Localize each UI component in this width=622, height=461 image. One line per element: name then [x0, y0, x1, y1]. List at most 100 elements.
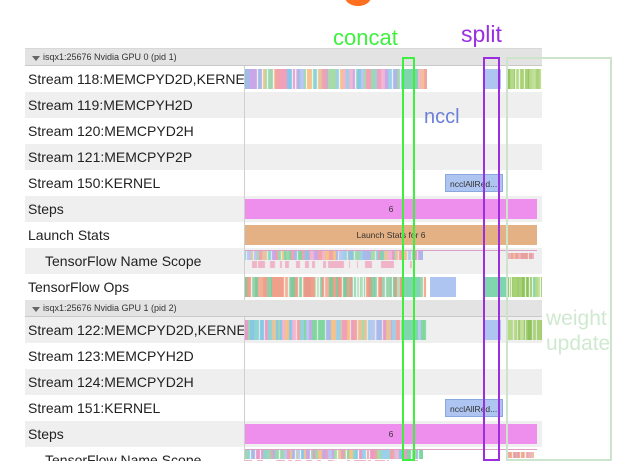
collapse-triangle-icon[interactable]: [32, 307, 40, 312]
nccl-allreduce-bar-label: ncclAllRed...: [450, 404, 498, 414]
timeline-row[interactable]: Stream 118:MEMCPYD2D,KERNEL,ME: [25, 66, 542, 92]
label-track-divider: [244, 144, 245, 170]
group-header[interactable]: isqx1:25676 Nvidia GPU 1 (pid 2): [25, 300, 542, 317]
timeline-row[interactable]: Steps 6: [25, 196, 542, 222]
name-scope-blocks-row2: [245, 261, 419, 268]
split-activity-block: [484, 69, 501, 89]
ops-allreduce-block: [485, 277, 506, 297]
timeline-row-label: Stream 122:MEMCPYD2D,KERNEL,MI: [25, 317, 245, 343]
group-header-label: isqx1:25676 Nvidia GPU 1 (pid 2): [43, 303, 177, 313]
weight-update-line-2: update: [546, 332, 611, 355]
label-track-divider: [244, 447, 245, 461]
launch-stats-bar[interactable]: Launch Stats for 6: [245, 225, 537, 245]
label-track-divider: [244, 248, 245, 274]
group-header-label: isqx1:25676 Nvidia GPU 0 (pid 1): [43, 52, 177, 62]
activity-blocks: [245, 69, 427, 89]
step-bar[interactable]: 6: [245, 199, 537, 219]
ops-weight-update-blocks: [506, 277, 542, 297]
launch-stats-bar-label: Launch Stats for 6: [356, 230, 426, 240]
label-track-divider: [244, 196, 245, 222]
timeline-row[interactable]: Launch Stats Launch Stats for 6: [25, 222, 542, 248]
timeline-row[interactable]: Stream 124:MEMCPYD2H: [25, 369, 542, 395]
split-activity-block: [484, 320, 501, 340]
timeline-track[interactable]: ncclAllRed...: [245, 395, 542, 421]
name-scope-span-line: [245, 449, 537, 450]
label-track-divider: [244, 222, 245, 248]
timeline-track[interactable]: [245, 447, 542, 461]
nccl-allreduce-bar[interactable]: ncclAllRed...: [445, 174, 503, 192]
timeline-track[interactable]: [245, 343, 542, 369]
timeline-row-label: Steps: [25, 196, 245, 222]
timeline-row-label: TensorFlow Name Scope: [25, 248, 245, 274]
label-track-divider: [244, 421, 245, 447]
ops-blocks: [245, 277, 427, 297]
ops-concat-block: [402, 277, 420, 297]
label-track-divider: [244, 317, 245, 343]
timeline-row-label: Stream 150:KERNEL: [25, 170, 245, 196]
timeline-track[interactable]: Launch Stats for 6: [245, 222, 542, 248]
collapse-triangle-icon[interactable]: [32, 56, 40, 61]
timeline-row-label: Launch Stats: [25, 222, 245, 248]
name-scope-blocks-row1: [245, 450, 423, 459]
timeline-row-label: TensorFlow Ops: [25, 274, 245, 300]
timeline-track[interactable]: [245, 92, 542, 118]
name-scope-blocks-row1: [245, 251, 423, 260]
label-track-divider: [244, 66, 245, 92]
split-annotation-label: split: [461, 21, 502, 47]
timeline-row[interactable]: Steps 6: [25, 421, 542, 447]
nccl-allreduce-bar-label: ncclAllRed...: [450, 179, 498, 189]
weight-update-line-1: weight: [546, 307, 607, 330]
timeline-track[interactable]: [245, 66, 542, 92]
label-track-divider: [244, 92, 245, 118]
trace-viewer-panel[interactable]: isqx1:25676 Nvidia GPU 0 (pid 1) Stream 1…: [25, 48, 542, 461]
timeline-track[interactable]: [245, 369, 542, 395]
label-track-divider: [244, 170, 245, 196]
timeline-track[interactable]: 6: [245, 421, 542, 447]
name-scope-span-line: [245, 250, 537, 251]
weight-update-annotation-label: weight update: [546, 306, 610, 356]
timeline-row-label: Stream 151:KERNEL: [25, 395, 245, 421]
timeline-row-label: Steps: [25, 421, 245, 447]
timeline-row[interactable]: TensorFlow Ops: [25, 274, 542, 300]
weight-update-activity-blocks: [506, 320, 542, 340]
timeline-row[interactable]: Stream 122:MEMCPYD2D,KERNEL,MI: [25, 317, 542, 343]
ops-split-block: [430, 277, 456, 297]
timeline-track[interactable]: ncclAllRed...: [245, 170, 542, 196]
name-scope-weight-update-blocks: [506, 253, 534, 259]
orange-marker-icon: [345, 0, 371, 6]
label-track-divider: [244, 118, 245, 144]
concat-activity-block: [402, 69, 418, 89]
label-track-divider: [244, 369, 245, 395]
timeline-row-label: Stream 118:MEMCPYD2D,KERNEL,ME: [25, 66, 245, 92]
timeline-row[interactable]: Stream 121:MEMCPYP2P: [25, 144, 542, 170]
group-header[interactable]: isqx1:25676 Nvidia GPU 0 (pid 1): [25, 49, 542, 66]
timeline-row[interactable]: TensorFlow Name Scope: [25, 248, 542, 274]
name-scope-weight-update-blocks: [506, 452, 534, 458]
activity-blocks: [245, 320, 427, 340]
weight-update-activity-blocks: [506, 69, 542, 89]
timeline-row[interactable]: Stream 151:KERNEL ncclAllRed...: [25, 395, 542, 421]
timeline-row-label: Stream 124:MEMCPYD2H: [25, 369, 245, 395]
timeline-row[interactable]: TensorFlow Name Scope: [25, 447, 542, 461]
label-track-divider: [244, 395, 245, 421]
timeline-track[interactable]: [245, 144, 542, 170]
label-track-divider: [244, 343, 245, 369]
timeline-track[interactable]: 6: [245, 196, 542, 222]
timeline-track[interactable]: [245, 118, 542, 144]
step-bar-label: 6: [388, 429, 394, 439]
step-bar[interactable]: 6: [245, 424, 537, 444]
timeline-row[interactable]: Stream 150:KERNEL ncclAllRed...: [25, 170, 542, 196]
timeline-track[interactable]: [245, 248, 542, 274]
timeline-row[interactable]: Stream 119:MEMCPYH2D: [25, 92, 542, 118]
timeline-track[interactable]: [245, 274, 542, 300]
timeline-row-label: TensorFlow Name Scope: [25, 447, 245, 461]
timeline-row[interactable]: Stream 120:MEMCPYD2H: [25, 118, 542, 144]
step-bar-label: 6: [388, 204, 394, 214]
timeline-row-label: Stream 120:MEMCPYD2H: [25, 118, 245, 144]
timeline-track[interactable]: [245, 317, 542, 343]
nccl-allreduce-bar[interactable]: ncclAllRed...: [445, 399, 503, 417]
timeline-row-label: Stream 119:MEMCPYH2D: [25, 92, 245, 118]
timeline-row[interactable]: Stream 123:MEMCPYH2D: [25, 343, 542, 369]
concat-activity-block: [402, 320, 418, 340]
timeline-row-label: Stream 121:MEMCPYP2P: [25, 144, 245, 170]
